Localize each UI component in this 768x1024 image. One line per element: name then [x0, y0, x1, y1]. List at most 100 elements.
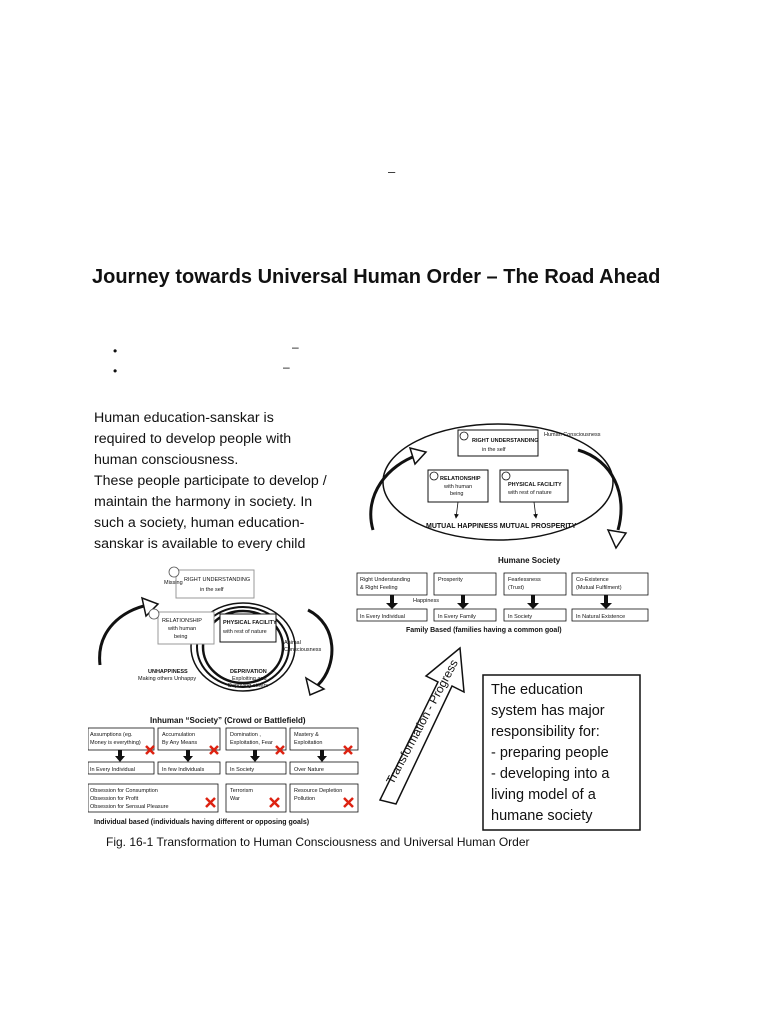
svg-text:- preparing people: - preparing people: [491, 745, 609, 761]
narrative-line: sanskar is available to every child: [94, 536, 305, 552]
svg-text:with rest of nature: with rest of nature: [222, 629, 267, 635]
svg-text:system has major: system has major: [491, 703, 605, 719]
svg-text:The education: The education: [491, 682, 583, 698]
svg-text:DEPRIVATION: DEPRIVATION: [230, 669, 267, 675]
cycle-ellipse: [382, 423, 614, 541]
inhuman-cycle-diagram: Missing RIGHT UNDERSTANDING in the self …: [98, 566, 334, 697]
physical-facility-box: [499, 469, 569, 503]
svg-text:By Any Means: By Any Means: [162, 740, 197, 746]
svg-text:Obsession for Consumption: Obsession for Consumption: [90, 788, 158, 794]
figure-caption: Fig. 16-1 Transformation to Human Consci…: [106, 835, 530, 849]
cross-icon: [145, 745, 155, 755]
narrative-line: These people participate to develop /: [94, 473, 327, 489]
svg-text:War: War: [230, 796, 240, 802]
cross-icon: [275, 745, 285, 755]
right-understanding-label: RIGHT UNDERSTANDING: [472, 438, 539, 444]
transformation-label: Transformation - Progress: [383, 657, 461, 786]
svg-text:with human: with human: [443, 484, 472, 490]
svg-text:Pollution: Pollution: [294, 796, 315, 802]
humane-cycle-diagram: RIGHT UNDERSTANDING in the self Human Co…: [369, 423, 628, 550]
cross-icon: [209, 745, 219, 755]
bullet-dash-1: –: [292, 340, 299, 354]
svg-text:Exploitation, Fear: Exploitation, Fear: [230, 740, 273, 746]
svg-text:being: being: [174, 634, 187, 640]
svg-text:Missing: Missing: [164, 580, 183, 586]
cross-icon: [343, 745, 353, 755]
svg-text:Right Understanding: Right Understanding: [360, 577, 410, 583]
svg-text:In few Individuals: In few Individuals: [162, 767, 204, 773]
svg-text:Domination ,: Domination ,: [230, 732, 261, 738]
svg-text:(Mutual Fulfilment): (Mutual Fulfilment): [576, 585, 622, 591]
svg-text:RELATIONSHIP: RELATIONSHIP: [162, 618, 202, 624]
svg-text:Terrorism: Terrorism: [230, 788, 253, 794]
physical-facility-label: PHYSICAL FACILITY: [508, 482, 562, 488]
narrative-line: such a society, human education-: [94, 515, 305, 531]
header-dash: –: [388, 164, 396, 179]
narrative-line: human consciousness.: [94, 452, 238, 468]
humane-society-table: Humane Society Right Understanding & Rig…: [356, 556, 649, 634]
svg-text:being: being: [450, 491, 463, 497]
narrative-line: Human education-sanskar is: [94, 410, 274, 426]
cycle-arrow-right: [577, 448, 623, 531]
bullet-marker-1: •: [113, 344, 118, 358]
svg-text:Money is everything): Money is everything): [90, 740, 141, 746]
svg-text:In Every Individual: In Every Individual: [360, 614, 405, 620]
happiness-label: Happiness: [413, 598, 439, 604]
svg-text:In Society: In Society: [508, 614, 532, 620]
svg-text:Prosperity: Prosperity: [438, 577, 463, 583]
mutual-label: MUTUAL HAPPINESS MUTUAL PROSPERITY: [426, 523, 577, 530]
svg-text:(Trust): (Trust): [508, 585, 524, 591]
humane-society-title: Humane Society: [498, 556, 561, 565]
svg-text:Co-Existence: Co-Existence: [576, 577, 609, 583]
svg-text:Obsession for Sensual Pleasure: Obsession for Sensual Pleasure: [90, 804, 169, 810]
svg-text:In Every Family: In Every Family: [438, 614, 476, 620]
svg-text:Animal: Animal: [284, 640, 301, 646]
cross-icon: [269, 797, 280, 808]
svg-text:Assumptions (eg.: Assumptions (eg.: [90, 732, 133, 738]
cycle-arrow-left: [369, 453, 419, 531]
education-box: The education system has major responsib…: [482, 674, 641, 831]
narrative-line: maintain the harmony in society. In: [94, 494, 312, 510]
cross-icon: [343, 797, 354, 808]
svg-text:Mastery &: Mastery &: [294, 732, 319, 738]
figure-16-1: Human education-sanskar is required to d…: [88, 410, 649, 849]
svg-text:humane society: humane society: [491, 808, 593, 824]
human-consciousness-label: Human Consciousness: [544, 432, 601, 438]
relationship-label: RELATIONSHIP: [440, 476, 481, 482]
svg-text:Exploiting and: Exploiting and: [232, 676, 267, 682]
svg-text:Fearlessness: Fearlessness: [508, 577, 541, 583]
svg-text:with rest of nature: with rest of nature: [507, 490, 552, 496]
svg-text:In Every Individual: In Every Individual: [90, 767, 135, 773]
bullet-marker-2: •: [113, 364, 118, 378]
bullet-dash-2: –: [283, 360, 290, 374]
svg-text:- developing into a: - developing into a: [491, 766, 610, 782]
svg-text:Making others Unhappy: Making others Unhappy: [138, 676, 196, 682]
svg-text:PHYSICAL FACILITY: PHYSICAL FACILITY: [223, 620, 277, 626]
svg-text:Over Nature: Over Nature: [294, 767, 324, 773]
svg-text:in the self: in the self: [200, 587, 224, 593]
page-title: Journey towards Universal Human Order – …: [92, 266, 661, 288]
cross-icon: [205, 797, 216, 808]
svg-text:RIGHT UNDERSTANDING: RIGHT UNDERSTANDING: [184, 577, 250, 583]
inhuman-society-title: Inhuman “Society” (Crowd or Battlefield): [150, 716, 306, 725]
svg-text:Depriving others: Depriving others: [228, 683, 268, 689]
svg-text:Accumulation: Accumulation: [162, 732, 195, 738]
svg-text:responsibility for:: responsibility for:: [491, 724, 600, 740]
svg-text:Obsession for Profit: Obsession for Profit: [90, 796, 139, 802]
svg-text:Exploitation: Exploitation: [294, 740, 322, 746]
svg-text:UNHAPPINESS: UNHAPPINESS: [148, 669, 188, 675]
narrative-text: Human education-sanskar is required to d…: [94, 410, 327, 552]
svg-text:Consciousness: Consciousness: [284, 647, 322, 653]
in-the-self-label: in the self: [482, 447, 506, 453]
transformation-arrow: Transformation - Progress: [378, 646, 465, 805]
inhuman-society-footer: Individual based (individuals having dif…: [94, 819, 309, 826]
inhuman-society-table: Inhuman “Society” (Crowd or Battlefield)…: [88, 716, 359, 826]
right-understanding-box: [457, 429, 539, 457]
svg-text:In Natural Existence: In Natural Existence: [576, 614, 625, 620]
svg-text:In Society: In Society: [230, 767, 254, 773]
narrative-line: required to develop people with: [94, 431, 291, 447]
cycle-arrow-head: [606, 529, 628, 550]
svg-text:& Right Feeling: & Right Feeling: [360, 585, 398, 591]
humane-society-footer: Family Based (families having a common g…: [406, 627, 562, 634]
svg-text:with human: with human: [167, 626, 196, 632]
